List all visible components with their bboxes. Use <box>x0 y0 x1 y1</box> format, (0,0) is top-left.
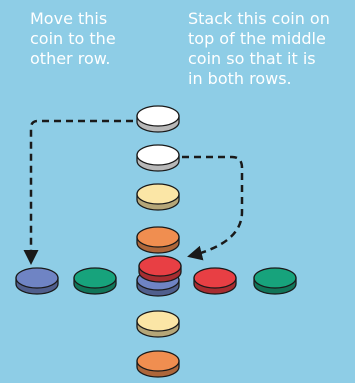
row-coin-red-right <box>193 267 237 295</box>
column-coin-yellow-lower <box>136 310 180 338</box>
row-coin-blue-left <box>15 267 59 295</box>
column-coin-white-top <box>136 105 180 133</box>
stacked-coin-red <box>138 255 182 283</box>
move-arrow <box>23 119 133 265</box>
row-coin-green-left <box>73 267 117 295</box>
instruction-stack-coin: Stack this coin on top of the middle coi… <box>188 9 330 88</box>
row-coin-green-right <box>253 267 297 295</box>
column-coin-orange-upper <box>136 226 180 254</box>
stack-arrow <box>182 155 244 261</box>
column-coin-orange-lower <box>136 350 180 378</box>
instruction-move-coin: Move this coin to the other row. <box>30 9 116 68</box>
column-coin-yellow-upper <box>136 183 180 211</box>
column-coin-white-second <box>136 144 180 172</box>
